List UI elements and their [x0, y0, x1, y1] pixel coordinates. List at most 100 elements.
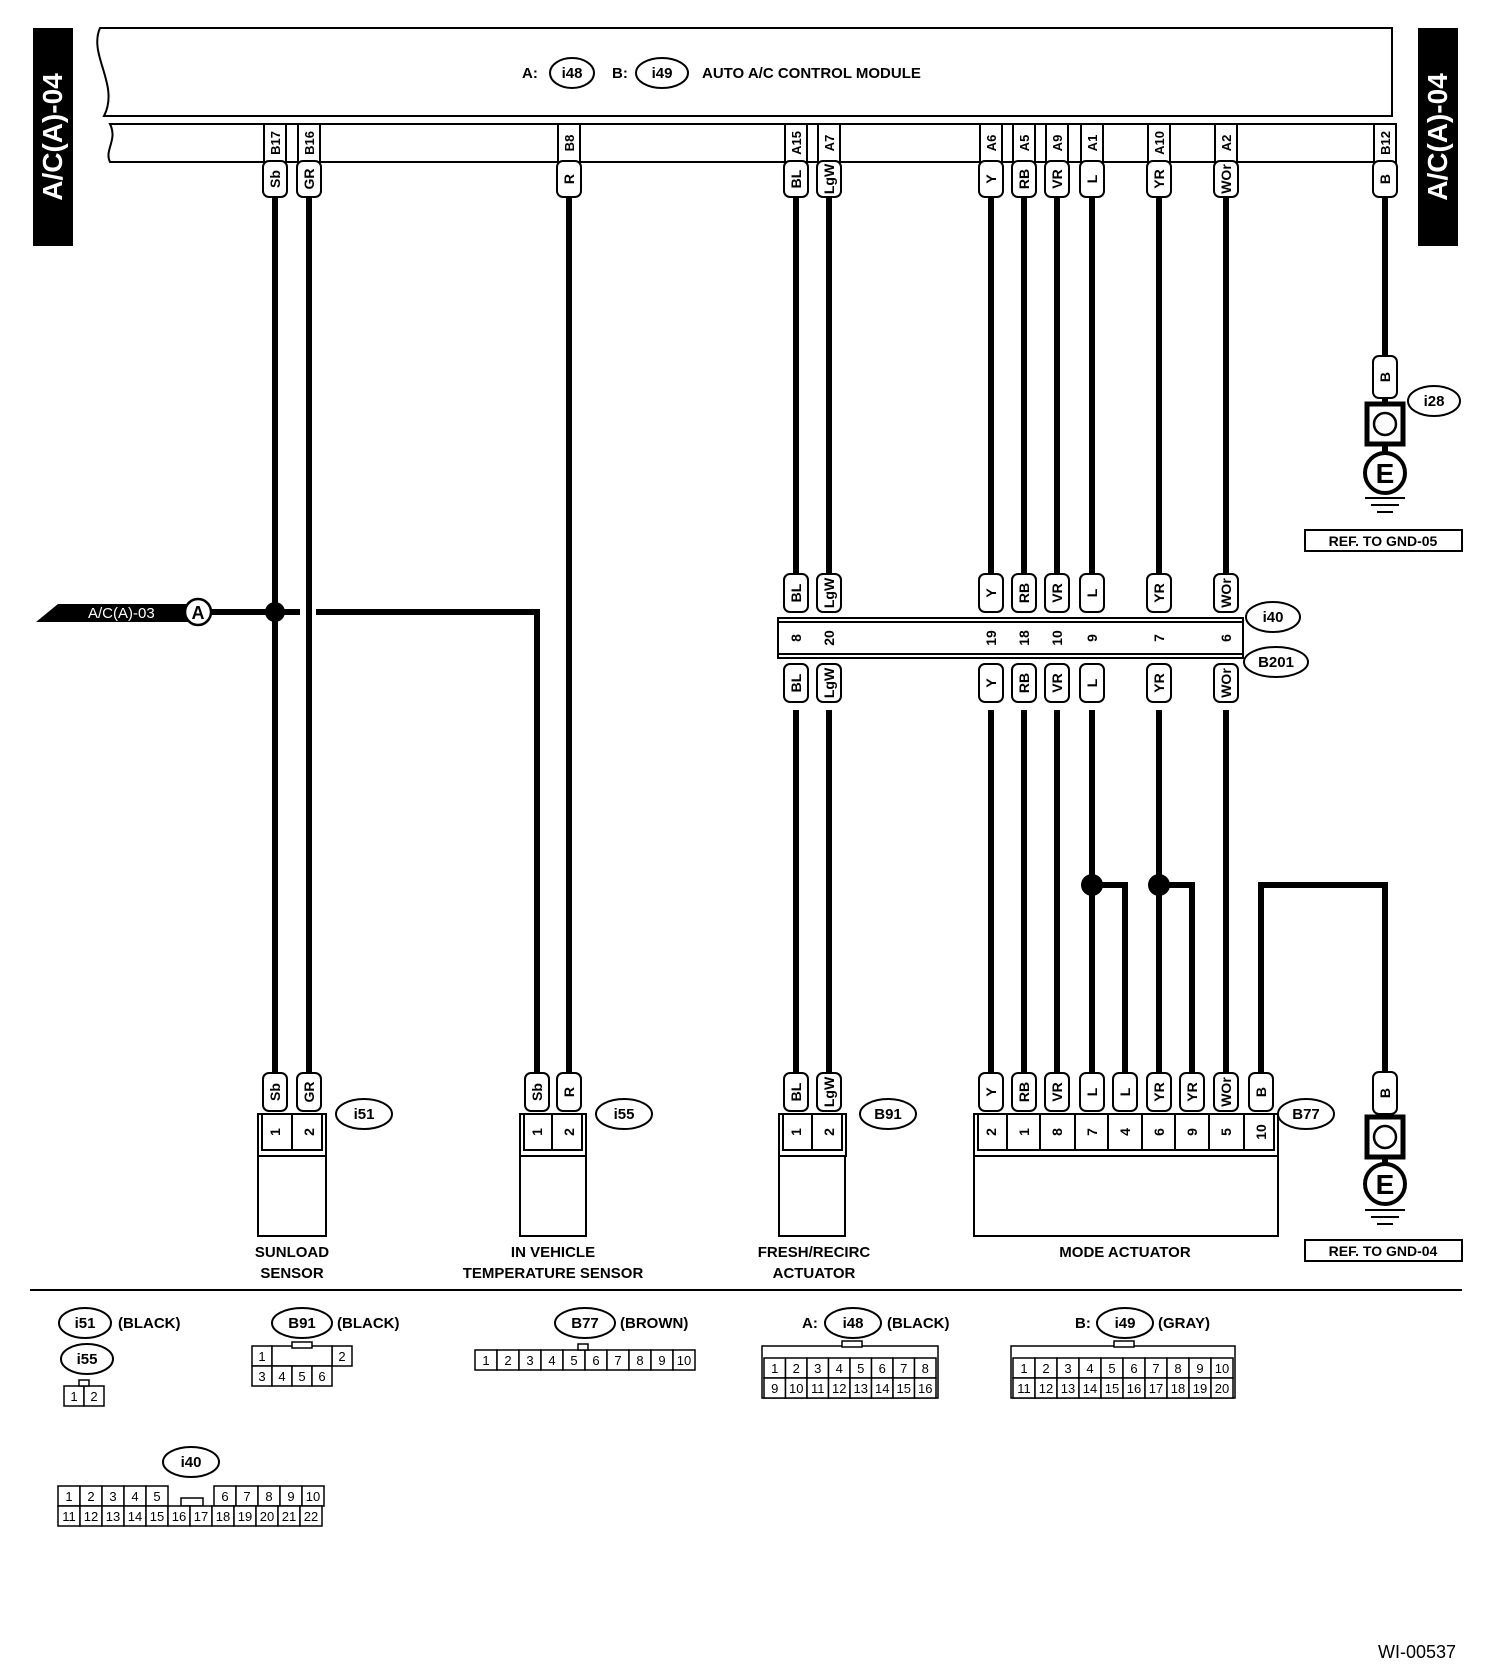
ground-bottom: B E REF. TO GND-04	[1304, 1071, 1463, 1262]
joint-pin-color-bottom-2-text: Y	[983, 678, 999, 688]
invehicle-pin-num-1: 2	[561, 1128, 577, 1136]
legend-i49-r1-cell-text-5: 5	[1108, 1361, 1115, 1376]
joint-pin-color-top-2-box	[978, 573, 1004, 613]
legend-b91-r1a-cell-text-1: 1	[258, 1349, 265, 1364]
mode-connector-pill	[1277, 1098, 1335, 1130]
legend-i40-key	[180, 1497, 204, 1507]
fresh-label-1: FRESH/RECIRC	[758, 1244, 871, 1261]
legend-i40-r1b-cell-text-7: 7	[243, 1489, 250, 1504]
module-title: AUTO A/C CONTROL MODULE	[702, 65, 921, 82]
mode-pin-color-2-box	[1044, 1072, 1070, 1112]
sunload-pin-color-1-box	[296, 1072, 322, 1112]
legend-i49-r2-cell-text-17: 17	[1149, 1381, 1163, 1396]
sunload-pin-num-1: 2	[301, 1128, 317, 1136]
legend-i40-r2-cell-text-12: 12	[84, 1509, 98, 1524]
mode-pin-num-8: 10	[1253, 1124, 1269, 1140]
joint-pin-color-top-3-box	[1011, 573, 1037, 613]
legend-i49-r2-cell-text-14: 14	[1083, 1381, 1097, 1396]
legend-i49-key	[1113, 1340, 1135, 1348]
legend-i40-r2-cell-text-11: 11	[62, 1509, 76, 1524]
legend-i40-r1a-cell-text-5: 5	[153, 1489, 160, 1504]
legend-i48-r1-cell-text-6: 6	[879, 1361, 886, 1376]
legend-b77-name: B77	[571, 1315, 599, 1332]
legend-i40-r1a-cell-text-3: 3	[109, 1489, 116, 1504]
module-pin-a2-color-text: WOr	[1218, 164, 1234, 194]
joint-pin-color-bottom-0-text: BL	[788, 673, 804, 692]
module-pin-b8-color-text: R	[561, 174, 577, 184]
module-pin-group: B17SbB16GRB8RA15BLA7LgWA6YA5RBA9VRA1LA10…	[262, 123, 1398, 198]
joint-pin-color-top-2-text: Y	[983, 588, 999, 598]
mode-pin-color-1-text: RB	[1016, 1082, 1032, 1102]
legend-b77-cell-text-4: 4	[548, 1353, 555, 1368]
module-pin-b17: B17	[268, 131, 283, 155]
mode-splices	[1081, 874, 1388, 1072]
mode-pin-color-6-text: YR	[1184, 1082, 1200, 1101]
joint-pin-color-top-6-text: YR	[1151, 583, 1167, 602]
mode-label: MODE ACTUATOR	[1059, 1244, 1191, 1261]
mode-pin-num-7: 5	[1218, 1128, 1234, 1136]
sunload-pin-color-1-text: GR	[301, 1082, 317, 1103]
legend-i40-name: i40	[181, 1454, 202, 1471]
module-pin-a15: A15	[789, 131, 804, 155]
joint-pin-color-bottom-2-box	[978, 663, 1004, 703]
legend-i40-r2-cell-text-21: 21	[282, 1509, 296, 1524]
module-pin-a1: A1	[1085, 135, 1100, 152]
mode-pin-num-4: 4	[1117, 1128, 1133, 1136]
mode-pin-num-0: 2	[983, 1128, 999, 1136]
legend-i40-r1b-cell-text-9: 9	[287, 1489, 294, 1504]
module-pin-b8: B8	[562, 135, 577, 152]
sunload-connector-pill	[335, 1098, 393, 1130]
fresh-connector-pill	[859, 1098, 917, 1130]
joint-pin-color-top-0-box	[783, 573, 809, 613]
legend-i40-r1b-cell-text-6: 6	[221, 1489, 228, 1504]
module-pin-a5-color-text: RB	[1016, 169, 1032, 189]
legend-i48-r1-cell-text-4: 4	[836, 1361, 843, 1376]
module-pin-a6-color-text: Y	[983, 174, 999, 184]
joint-pin-color-bottom-4-text: VR	[1049, 673, 1065, 692]
legend-i40-r1a-cell-text-2: 2	[87, 1489, 94, 1504]
legend-i48-r1-cell-text-5: 5	[857, 1361, 864, 1376]
fresh-pin-color-1-text: LgW	[821, 1076, 837, 1107]
mode-pin-block-inner	[977, 1113, 1275, 1151]
joint-pin-color-top-7-text: WOr	[1218, 578, 1234, 608]
mode-pin-color-3-text: L	[1084, 1087, 1100, 1096]
mode-pin-color-5-text: YR	[1151, 1082, 1167, 1101]
fresh-body	[778, 1155, 846, 1237]
mode-pin-num-2: 8	[1049, 1128, 1065, 1136]
module-pin-a10: A10	[1152, 131, 1167, 155]
module-pin-b17-color-text: Sb	[267, 170, 283, 188]
joint-pin-num-1: 20	[821, 630, 837, 646]
invehicle-connector: i55	[614, 1106, 635, 1123]
legend-b91-r2-cell-text-3: 3	[258, 1369, 265, 1384]
legend-i49-r1-cell-text-1: 1	[1020, 1361, 1027, 1376]
legend-b77-color: (BROWN)	[620, 1315, 688, 1332]
legend-i40-r2-cell-text-20: 20	[260, 1509, 274, 1524]
legend-b91-r2-cell-text-5: 5	[298, 1369, 305, 1384]
ground-top: B i28 E REF. TO GND-05	[1304, 196, 1463, 552]
legend-i40-r2-cell-text-17: 17	[194, 1509, 208, 1524]
joint-pin-color-top-1-box	[816, 573, 842, 613]
invehicle-pin-color-1-text: R	[561, 1087, 577, 1097]
joint-pin-color-bottom-3-box	[1011, 663, 1037, 703]
module-pin-a1-color-text: L	[1084, 174, 1100, 183]
joint-pin-color-bottom-1-box	[816, 663, 842, 703]
legend-i55-name: i55	[77, 1351, 98, 1368]
joint-pin-num-4: 10	[1049, 630, 1065, 646]
legend-b77-cell-text-8: 8	[636, 1353, 643, 1368]
invehicle-connector-pill	[595, 1098, 653, 1130]
legend-b91-r2-cell-text-6: 6	[318, 1369, 325, 1384]
sunload-pin-color-0-box	[262, 1072, 288, 1112]
legend-i48-r2-cell-text-12: 12	[832, 1381, 846, 1396]
module-pin-a6: A6	[984, 135, 999, 152]
legend-i49-r1-cell-text-9: 9	[1196, 1361, 1203, 1376]
invehicle-pin-color-0-text: Sb	[529, 1083, 545, 1101]
junction-dot	[265, 602, 285, 622]
legend-i40-r2-cell-22	[299, 1505, 323, 1527]
ground-top-symbol: E	[1376, 458, 1395, 489]
mode-pin-num-1: 1	[1016, 1128, 1032, 1136]
joint-pin-color-bottom-1-text: LgW	[821, 667, 837, 698]
legend-i49-r2-cell-text-12: 12	[1039, 1381, 1053, 1396]
joint-connector-top: i40	[1263, 609, 1284, 626]
legend-i49-color: (GRAY)	[1158, 1315, 1210, 1332]
